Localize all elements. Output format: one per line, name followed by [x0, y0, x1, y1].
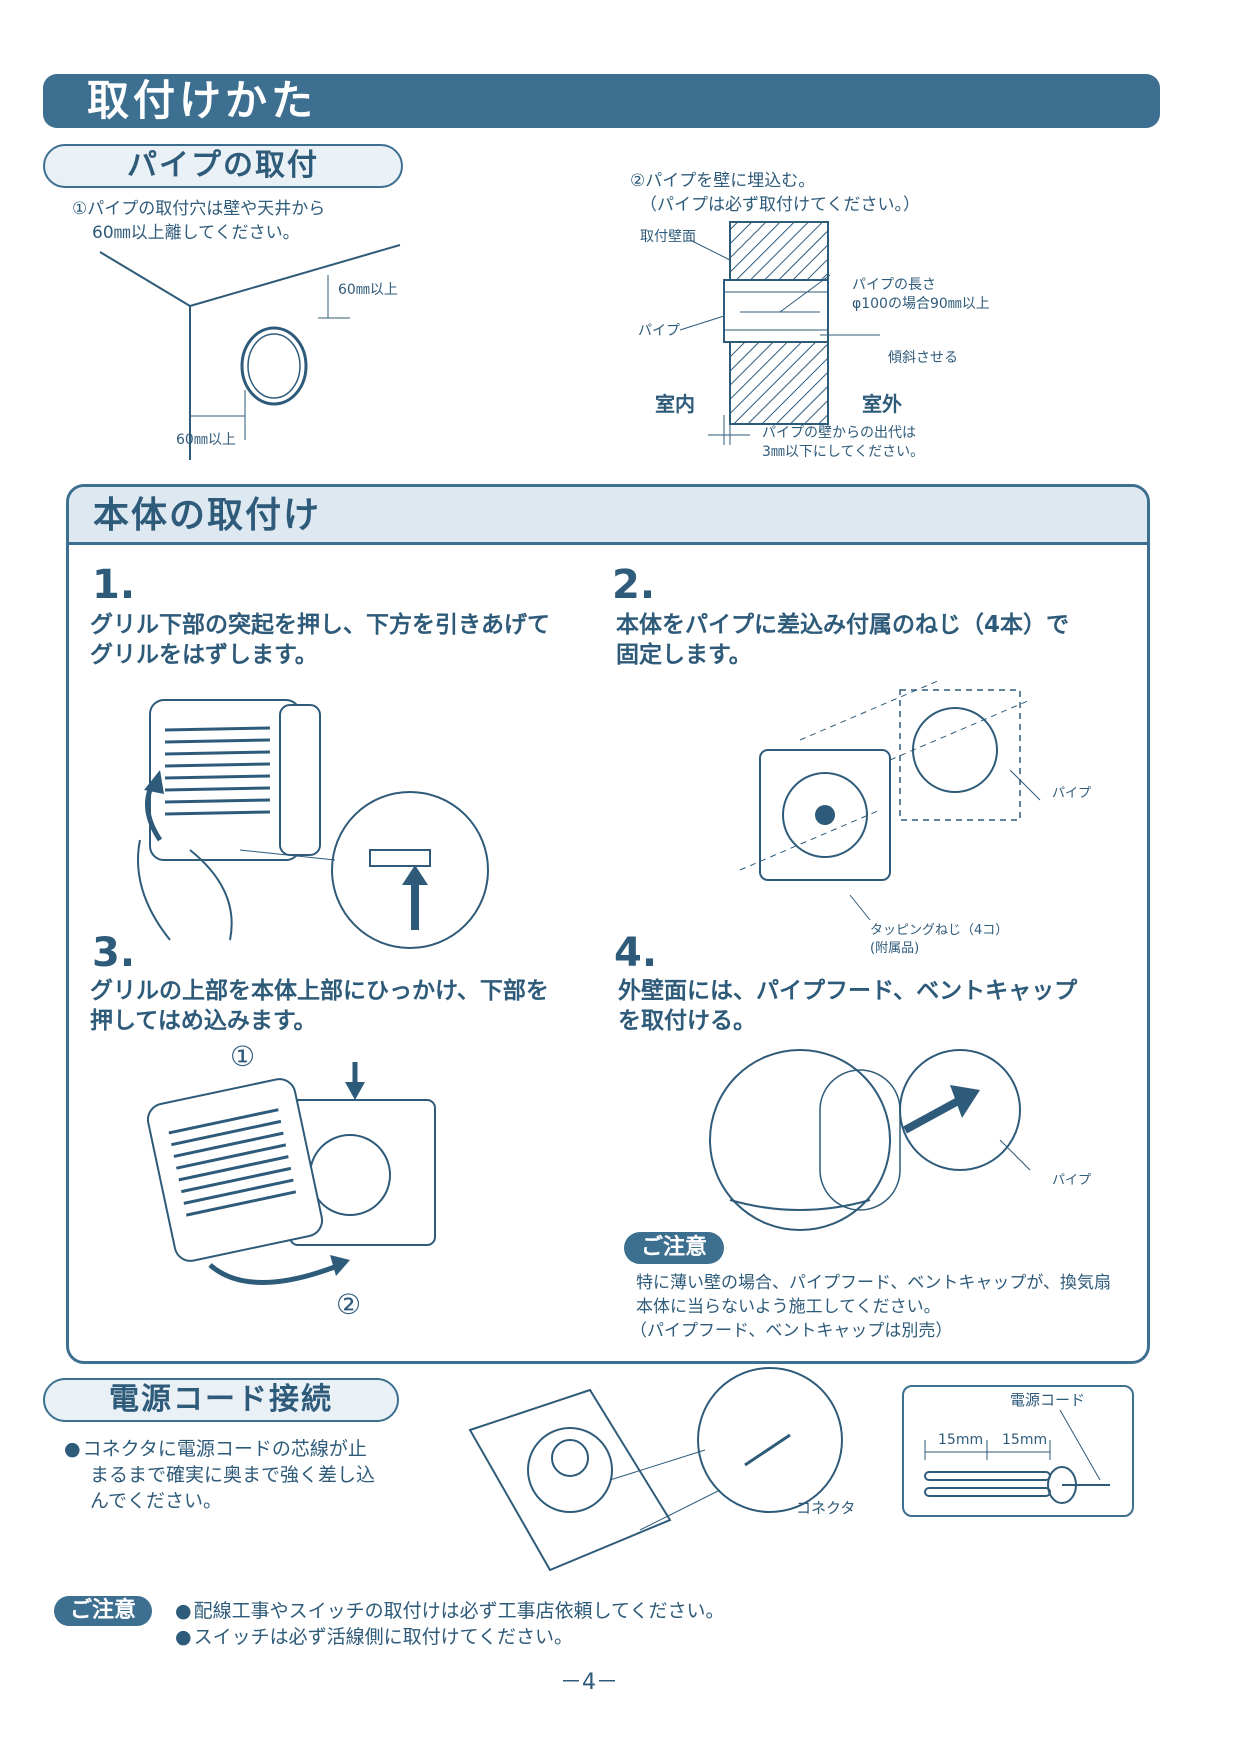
- pipe-label-wall: パイプ: [638, 323, 680, 339]
- outdoor-label: 室外: [862, 392, 902, 416]
- connector-illustration: [468, 1367, 843, 1572]
- step-1-line1: グリル下部の突起を押し、下方を引きあげて: [90, 612, 550, 638]
- wall-diagram: [679, 221, 880, 445]
- connector-label: コネクタ: [796, 1499, 856, 1517]
- step-2-illustration: [739, 679, 1041, 921]
- screw-line1: タッピングねじ（4コ）: [870, 923, 1009, 938]
- dim-bottom-label: 60㎜以上: [176, 432, 236, 448]
- step-2-number: 2.: [612, 562, 656, 608]
- slope-label: 傾斜させる: [888, 350, 958, 366]
- cord-diagram: [924, 1409, 1110, 1504]
- pipe-label-step2: パイプ: [1052, 786, 1092, 801]
- wall-surface-label: 取付壁面: [640, 229, 696, 245]
- pipe-step1-line2: 60㎜以上離してください。: [92, 223, 300, 243]
- step-4-line2: を取付ける。: [618, 1008, 756, 1034]
- body-section-title: 本体の取付け: [69, 487, 1147, 545]
- step-3-line2: 押してはめ込みます。: [90, 1008, 317, 1034]
- dim-top-label: 60㎜以上: [338, 282, 398, 298]
- step-4-illustration: [709, 1049, 1031, 1231]
- cord-label: 電源コード: [1010, 1391, 1086, 1409]
- power-section-title: 電源コード接続: [43, 1378, 399, 1422]
- pipe-label-step4: パイプ: [1052, 1173, 1092, 1188]
- pipe-step2-line1: ②パイプを壁に埋込む。: [630, 171, 816, 191]
- step-3-line1: グリルの上部を本体上部にひっかけ、下部を: [90, 978, 549, 1004]
- step-2-line2: 固定します。: [616, 642, 752, 668]
- pipe-step1-line1: ①パイプの取付穴は壁や天井から: [72, 199, 326, 219]
- step-3-circle-1: ①: [230, 1040, 256, 1073]
- pipe-step2-line2: （パイプは必ず取付けてください。）: [640, 195, 920, 215]
- step-3-circle-2: ②: [336, 1288, 362, 1321]
- step-1-number: 1.: [92, 562, 136, 608]
- step-4-number: 4.: [614, 930, 658, 976]
- power-text-line3: んでください。: [90, 1490, 223, 1512]
- power-text-line2: まるまで確実に奥まで強く差し込: [90, 1464, 376, 1486]
- footer-note2: スイッチは必ず活線側に取付けてください。: [175, 1622, 573, 1649]
- step-1-line2: グリルをはずします。: [90, 642, 318, 668]
- corner-diagram: [99, 244, 401, 460]
- step-4-line1: 外壁面には、パイプフード、ベントキャップ: [618, 978, 1078, 1004]
- caution-line1: 特に薄い壁の場合、パイプフード、ベントキャップが、換気扇: [636, 1273, 1111, 1293]
- caution-line2: 本体に当らないよう施工してください。: [636, 1297, 941, 1317]
- caution-badge-footer: ご注意: [54, 1596, 152, 1626]
- footer-note1: 配線工事やスイッチの取付けは必ず工事店依頼してください。: [175, 1596, 725, 1623]
- cord-diagram-box: [902, 1385, 1134, 1517]
- caution-line3: （パイプフード、ベントキャップは別売）: [630, 1321, 953, 1341]
- caution-badge-panel: ご注意: [624, 1232, 724, 1264]
- step-1-illustration: [137, 699, 489, 949]
- power-text: コネクタに電源コードの芯線が止 まるまで確実に奥まで強く差し込 んでください。: [64, 1436, 375, 1514]
- pipe-section-title: パイプの取付: [43, 144, 403, 188]
- step-3-number: 3.: [92, 930, 136, 976]
- body-install-panel: [66, 484, 1150, 1364]
- cord-dim-1: 15mm: [938, 1432, 984, 1448]
- pipe-length-line1: パイプの長さ: [852, 277, 936, 293]
- protrude-line2: 3㎜以下にしてください。: [762, 444, 925, 460]
- indoor-label: 室内: [655, 392, 695, 416]
- cord-dim-2: 15mm: [1002, 1432, 1048, 1448]
- page-title: 取付けかた: [43, 74, 1160, 128]
- pipe-length-line2: φ100の場合90㎜以上: [852, 296, 990, 312]
- power-text-line1: コネクタに電源コードの芯線が止: [64, 1436, 375, 1462]
- step-2-line1: 本体をパイプに差込み付属のねじ（4本）で: [616, 612, 1070, 638]
- step-3-illustration: [146, 1062, 436, 1285]
- screw-line2: (附属品): [870, 941, 920, 956]
- protrude-line1: パイプの壁からの出代は: [762, 425, 916, 441]
- page-number: －4－: [560, 1670, 618, 1695]
